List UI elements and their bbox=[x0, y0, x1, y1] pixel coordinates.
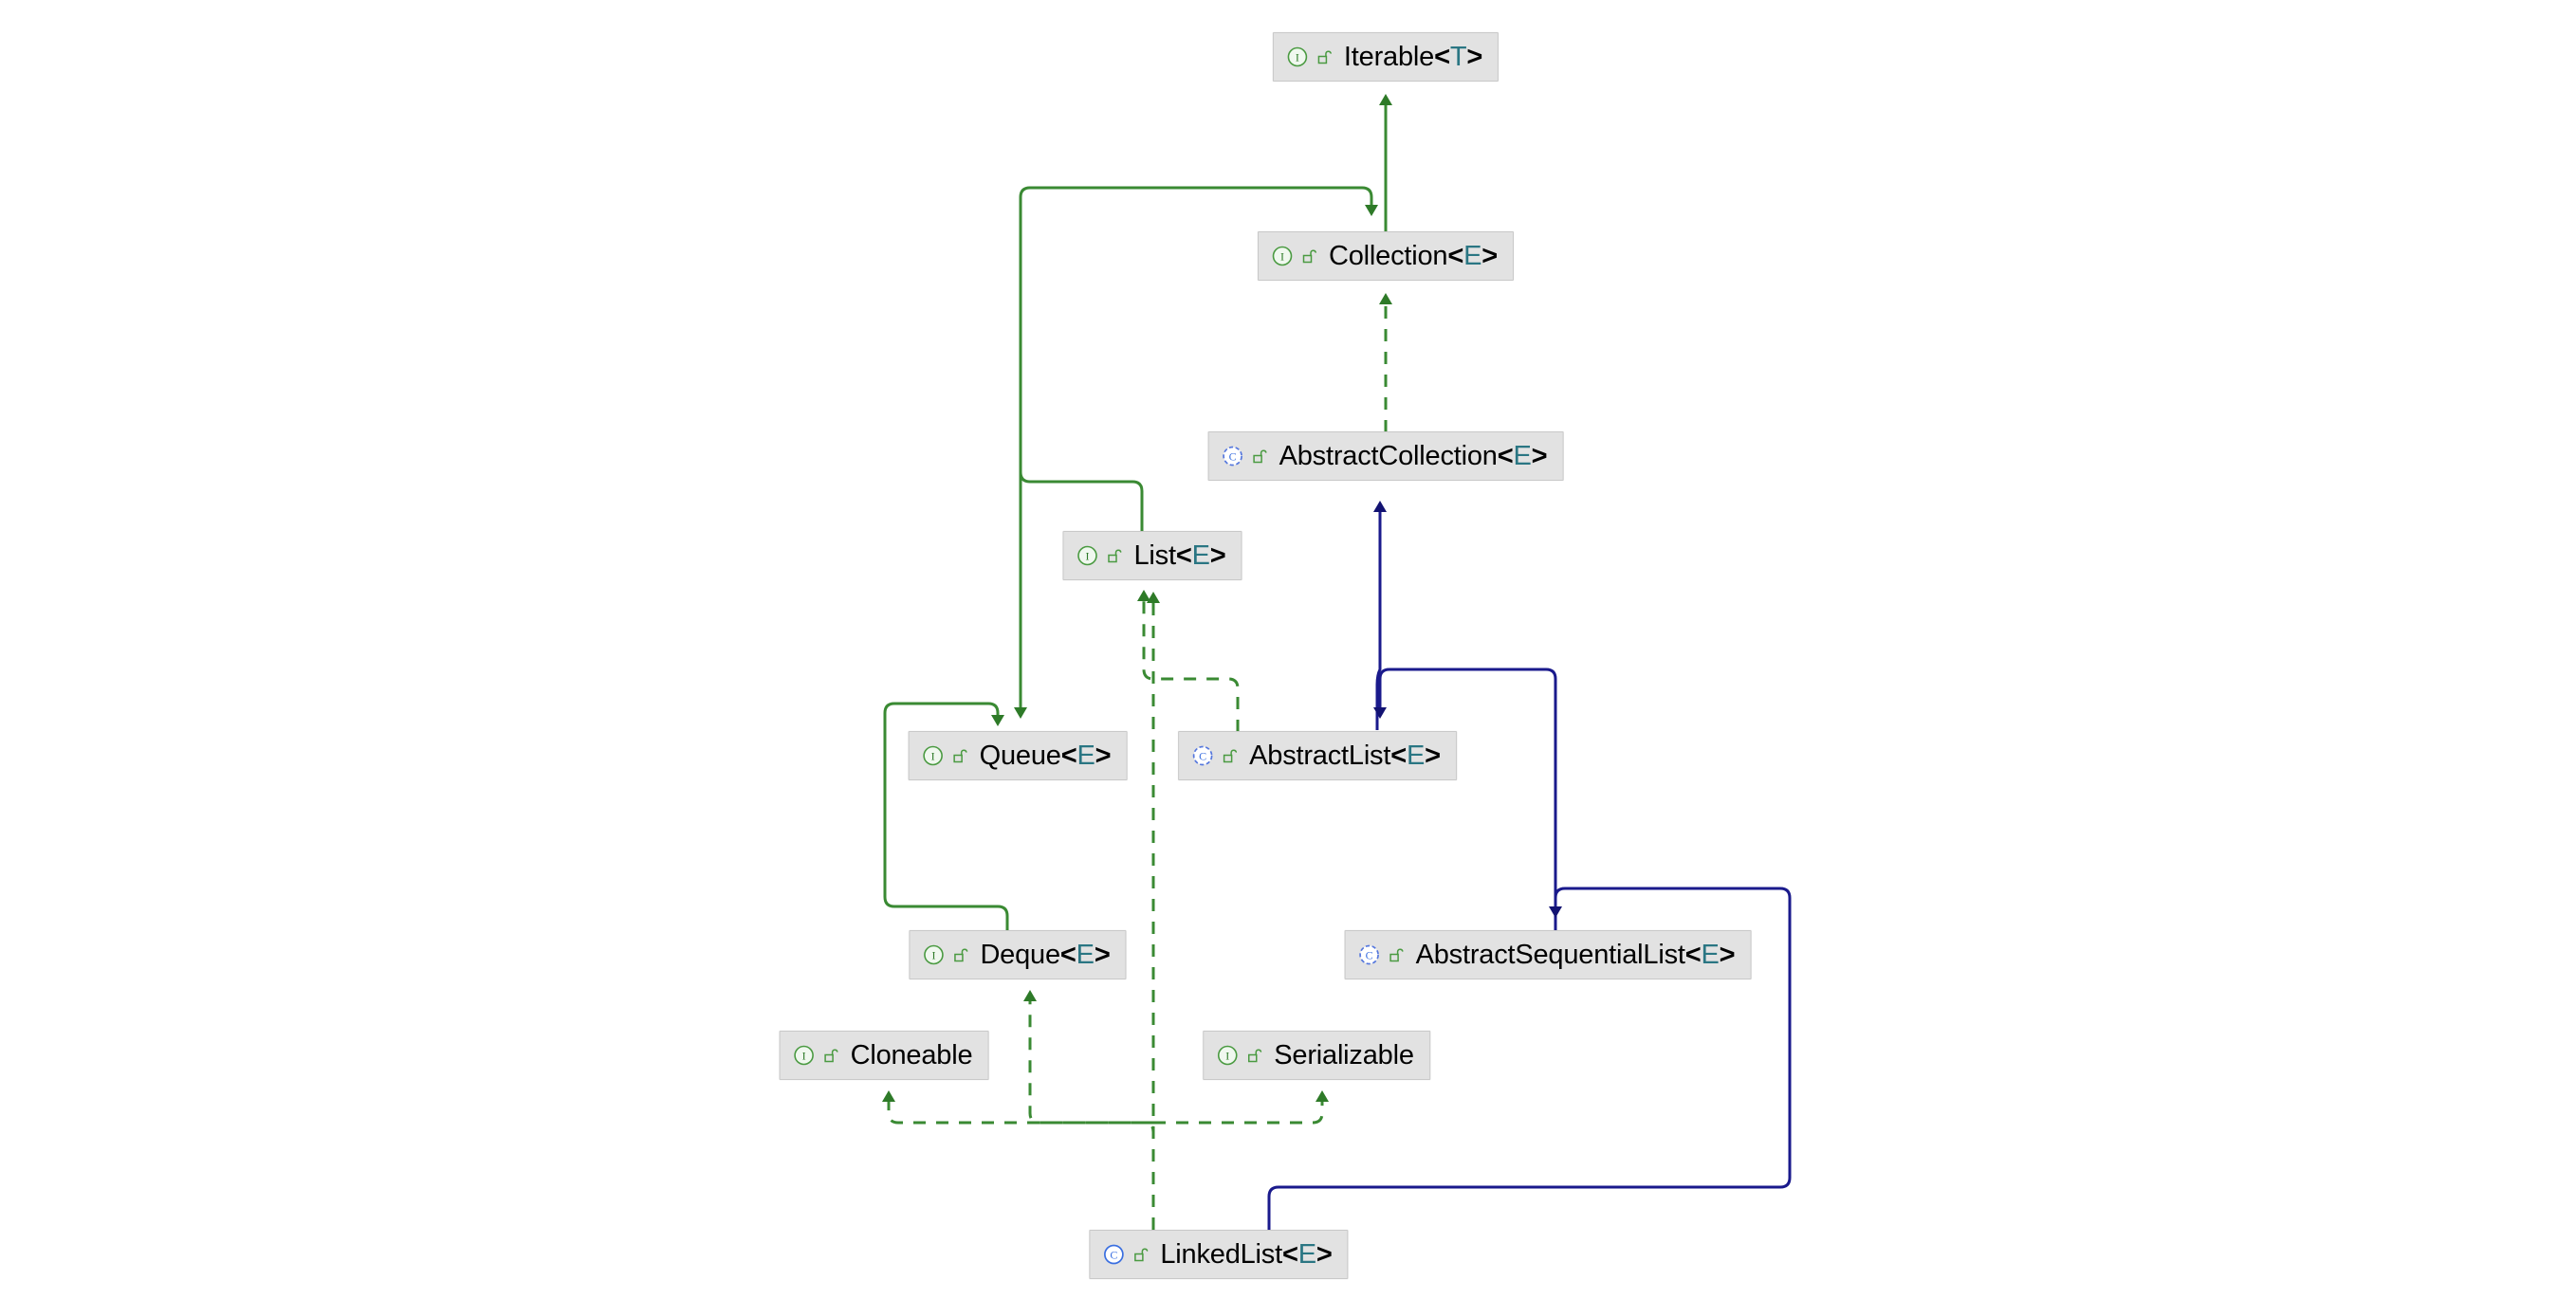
svg-text:I: I bbox=[931, 949, 935, 962]
node-label: Queue<E> bbox=[979, 740, 1112, 771]
interface-icon: I bbox=[1077, 545, 1097, 566]
generic-parameter: <E> bbox=[1390, 740, 1441, 771]
node-abstractcollection[interactable]: C AbstractCollection<E> bbox=[1207, 431, 1564, 481]
node-label: Serializable bbox=[1274, 1039, 1414, 1070]
unlocked-padlock-icon bbox=[1223, 749, 1238, 763]
interface-icon: I bbox=[794, 1045, 814, 1066]
unlocked-padlock-icon bbox=[1134, 1248, 1149, 1262]
node-serializable[interactable]: I Serializable bbox=[1203, 1031, 1430, 1080]
node-collection[interactable]: I Collection<E> bbox=[1258, 231, 1514, 281]
node-iterable[interactable]: I Iterable<T> bbox=[1272, 32, 1500, 82]
generic-parameter: <E> bbox=[1281, 1238, 1333, 1270]
svg-text:C: C bbox=[1110, 1248, 1117, 1261]
node-label: Iterable<T> bbox=[1343, 41, 1483, 72]
svg-text:I: I bbox=[1280, 250, 1284, 264]
unlocked-padlock-icon bbox=[1253, 449, 1267, 464]
svg-text:I: I bbox=[931, 750, 935, 763]
interface-icon: I bbox=[1217, 1045, 1238, 1066]
generic-parameter: <E> bbox=[1059, 939, 1111, 970]
generic-parameter: <E> bbox=[1684, 939, 1736, 970]
node-label: List<E> bbox=[1133, 540, 1226, 571]
node-label: LinkedList<E> bbox=[1160, 1238, 1333, 1270]
unlocked-padlock-icon bbox=[953, 749, 967, 763]
node-label: Deque<E> bbox=[980, 939, 1111, 970]
node-label: AbstractSequentialList<E> bbox=[1415, 939, 1736, 970]
class-icon: C bbox=[1104, 1244, 1124, 1265]
generic-parameter: <E> bbox=[1175, 540, 1226, 571]
node-queue[interactable]: I Queue<E> bbox=[908, 731, 1128, 780]
unlocked-padlock-icon bbox=[1302, 249, 1316, 264]
unlocked-padlock-icon bbox=[1108, 549, 1122, 563]
generic-parameter: <E> bbox=[1060, 740, 1112, 771]
interface-icon: I bbox=[1287, 46, 1308, 67]
generic-parameter: <E> bbox=[1497, 440, 1548, 471]
node-abstractlist[interactable]: C AbstractList<E> bbox=[1178, 731, 1457, 780]
generic-parameter: <T> bbox=[1434, 41, 1483, 72]
interface-icon: I bbox=[924, 944, 944, 965]
unlocked-padlock-icon bbox=[824, 1049, 838, 1063]
svg-text:I: I bbox=[802, 1050, 806, 1063]
node-list[interactable]: I List<E> bbox=[1062, 531, 1242, 580]
abstract-class-icon: C bbox=[1223, 446, 1242, 467]
svg-text:I: I bbox=[1086, 550, 1090, 563]
svg-text:C: C bbox=[1229, 449, 1237, 463]
unlocked-padlock-icon bbox=[1247, 1049, 1262, 1063]
generic-parameter: <E> bbox=[1447, 240, 1498, 271]
interface-icon: I bbox=[1272, 246, 1293, 266]
interface-icon: I bbox=[923, 745, 943, 766]
node-deque[interactable]: I Deque<E> bbox=[909, 930, 1127, 979]
abstract-class-icon: C bbox=[1192, 745, 1213, 766]
svg-text:C: C bbox=[1366, 948, 1373, 961]
svg-text:C: C bbox=[1199, 749, 1206, 762]
unlocked-padlock-icon bbox=[954, 948, 968, 962]
node-label: AbstractCollection<E> bbox=[1279, 440, 1548, 471]
unlocked-padlock-icon bbox=[1389, 948, 1404, 962]
node-abstractsequentiallist[interactable]: C AbstractSequentialList<E> bbox=[1344, 930, 1752, 979]
node-label: Collection<E> bbox=[1329, 240, 1498, 271]
node-label: Cloneable bbox=[850, 1039, 973, 1070]
svg-text:I: I bbox=[1296, 51, 1299, 64]
node-cloneable[interactable]: I Cloneable bbox=[779, 1031, 989, 1080]
abstract-class-icon: C bbox=[1359, 944, 1379, 965]
unlocked-padlock-icon bbox=[1317, 50, 1332, 64]
node-label: AbstractList<E> bbox=[1249, 740, 1441, 771]
node-linkedlist[interactable]: C LinkedList<E> bbox=[1089, 1230, 1349, 1279]
svg-text:I: I bbox=[1225, 1050, 1229, 1063]
